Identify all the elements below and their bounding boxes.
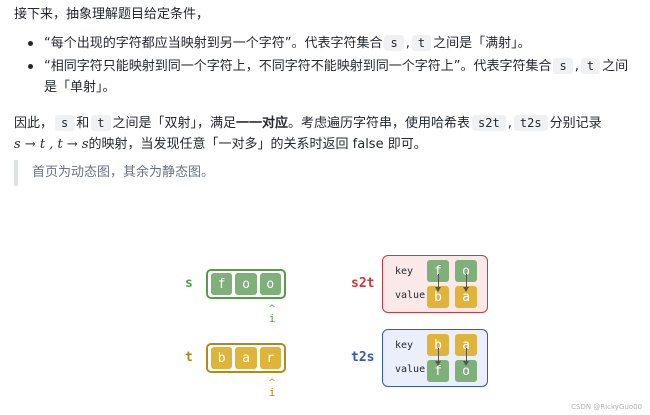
s-char-2: o	[259, 273, 281, 295]
pointer-i-t: ^ i	[266, 378, 278, 398]
s2t-value-0: b	[427, 286, 449, 308]
s2t-value-label: value	[395, 290, 426, 301]
s2t-label: s2t	[351, 276, 375, 291]
s2t-value-1: a	[455, 286, 477, 308]
bullet-dot	[28, 41, 33, 46]
code-t: t	[411, 35, 432, 51]
s-char-0: f	[211, 273, 233, 295]
s2t-key-1: o	[455, 260, 477, 282]
bijection-paragraph-line2: s → t , t → s的映射，当发现任意「一对多」的关系时返回 false …	[14, 137, 427, 152]
s-char-1: o	[235, 273, 257, 295]
bullet-injection-line2: 是「单射」。	[44, 80, 116, 95]
t2s-value-1: o	[455, 360, 477, 382]
code-s: s	[384, 35, 404, 51]
pointer-arrow-icon: ^	[268, 304, 276, 314]
s-label: s	[185, 276, 193, 291]
arrow-down-icon	[435, 348, 441, 366]
t2s-key-1: a	[455, 334, 477, 356]
t2s-label: t2s	[351, 350, 375, 365]
t2s-value-0: f	[427, 360, 449, 382]
bullet-dot	[28, 64, 33, 69]
pointer-arrow-icon: ^	[268, 378, 276, 388]
bold-one-to-one: 一一对应	[236, 116, 289, 131]
blockquote-note: 首页为动态图，其余为静态图。	[14, 160, 214, 186]
t2s-key-0: b	[427, 334, 449, 356]
intro-text: 接下来，抽象理解题目给定条件，	[14, 7, 210, 22]
code-s: s	[55, 115, 75, 131]
t2s-value-label: value	[395, 364, 426, 375]
t-label: t	[185, 350, 193, 365]
s2t-key-label: key	[395, 266, 414, 277]
t-char-1: a	[235, 347, 257, 369]
arrow-down-icon	[463, 348, 469, 366]
code-s: s	[553, 58, 573, 74]
s2t-key-0: f	[427, 260, 449, 282]
code-t: t	[580, 58, 601, 74]
arrow-down-icon	[435, 274, 441, 292]
math-mapping: s → t , t → s	[14, 137, 89, 152]
t-char-2: r	[259, 347, 281, 369]
bullet-injection: “相同字符只能映射到同一个字符上，不同字符不能映射到同一个字符上”。代表字符集合…	[44, 58, 629, 74]
code-t2s: t2s	[513, 115, 548, 131]
code-t: t	[91, 115, 111, 131]
arrow-down-icon	[463, 274, 469, 292]
pointer-i-s: ^ i	[266, 304, 278, 324]
watermark: CSDN @RickyGuo00	[571, 403, 642, 411]
t2s-key-label: key	[395, 340, 414, 351]
t-char-0: b	[211, 347, 233, 369]
code-s2t: s2t	[472, 115, 506, 131]
